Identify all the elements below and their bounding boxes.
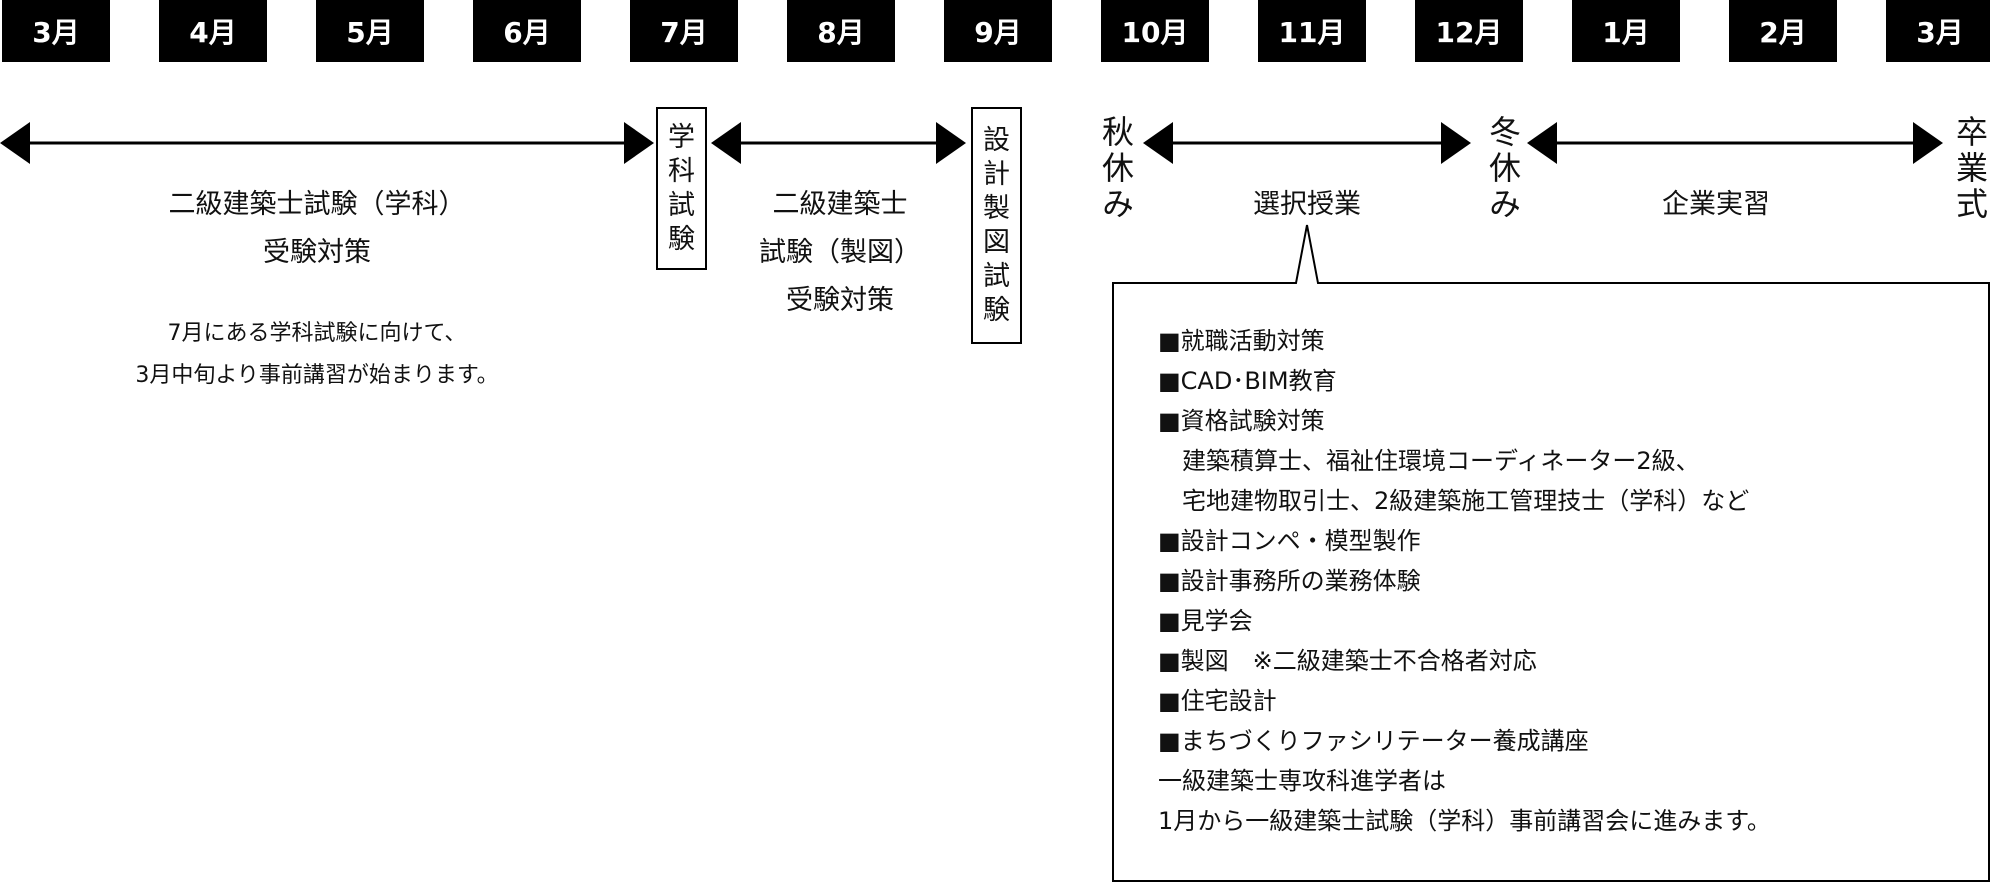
vertical-char: 製 [983,192,1010,224]
elective-detail-item: ■資格試験対策 [1158,407,1325,435]
gakka-note-line: 3月中旬より事前講習が始まります。 [135,363,499,388]
vertical-char: 験 [983,294,1010,326]
month-label: 6月 [473,0,581,62]
gakka-prep-note: 7月にある学科試験に向けて、 3月中旬より事前講習が始まります。 [135,313,498,397]
vertical-char: 計 [983,158,1010,190]
arrow-seizu-prep [711,122,966,164]
month-label: 9月 [944,0,1052,62]
month-label: 2月 [1729,0,1837,62]
arrow-gakka-prep [0,122,654,164]
month-label: 3月 [1886,0,1990,62]
vertical-char: 験 [668,223,695,255]
seizu-title-line: 試験（製図） [759,237,921,268]
arrow-elective [1143,122,1471,164]
elective-detail-item: ■就職活動対策 [1158,327,1325,355]
vertical-char: 設 [983,124,1010,156]
vertical-char: 試 [668,189,695,221]
elective-detail-item: 建築積算士、福祉住環境コーディネーター2級、 [1158,447,1700,475]
month-label: 11月 [1258,0,1366,62]
vertical-char: 科 [668,155,695,187]
elective-label: 選択授業 [1253,189,1361,220]
vertical-char: 図 [983,226,1010,258]
month-label: 3月 [2,0,110,62]
elective-detail-item: ■まちづくりファシリテーター養成講座 [1158,727,1589,755]
month-label: 5月 [316,0,424,62]
month-label: 8月 [787,0,895,62]
seizu-title-line: 受験対策 [786,285,894,316]
seizu-exam-box: 設計製図試験 [971,107,1022,344]
elective-details-list: ■就職活動対策 ■CAD･BIM教育 ■資格試験対策 建築積算士、福祉住環境コーディ… [1158,321,1771,841]
gakka-title-line: 受験対策 [263,237,371,268]
month-label: 10月 [1101,0,1209,62]
month-label: 1月 [1572,0,1680,62]
internship-label: 企業実習 [1662,189,1770,220]
elective-detail-item: 一級建築士専攻科進学者は [1158,767,1446,795]
elective-detail-item: ■設計事務所の業務体験 [1158,567,1421,595]
elective-detail-item: ■CAD･BIM教育 [1158,367,1337,395]
elective-detail-item: ■住宅設計 [1158,687,1277,715]
winter-break-label: 冬休み [1484,115,1522,223]
month-label: 4月 [159,0,267,62]
month-label: 12月 [1415,0,1523,62]
month-label: 7月 [630,0,738,62]
vertical-char: 試 [983,260,1010,292]
gakka-title-line: 二級建築士試験（学科） [168,189,466,220]
autumn-break-label: 秋休み [1097,115,1135,223]
elective-detail-item: ■設計コンペ・模型製作 [1158,527,1421,555]
gakka-prep-title: 二級建築士試験（学科） 受験対策 [169,181,466,277]
graduation-label: 卒業式 [1951,115,1989,223]
arrow-internship [1527,122,1943,164]
elective-detail-item: ■見学会 [1158,607,1253,635]
elective-callout [1112,224,1990,882]
elective-detail-item: 1月から一級建築士試験（学科）事前講習会に進みます。 [1158,807,1771,835]
gakka-exam-box: 学科試験 [656,107,707,270]
seizu-prep-title: 二級建築士 試験（製図） 受験対策 [759,181,921,325]
elective-detail-item: 宅地建物取引士、2級建築施工管理技士（学科）など [1158,487,1750,515]
seizu-title-line: 二級建築士 [772,189,908,220]
elective-detail-item: ■製図 ※二級建築士不合格者対応 [1158,647,1537,675]
vertical-char: 学 [668,121,695,153]
gakka-note-line: 7月にある学科試験に向けて、 [167,321,467,346]
